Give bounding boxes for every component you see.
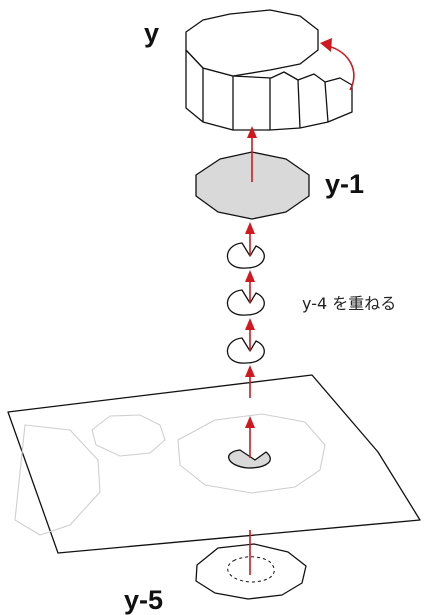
arrow-head-1 [247, 126, 257, 138]
faint-circle-small [91, 414, 166, 457]
disc-y5-outline [195, 543, 307, 600]
disc-y5-dashed-circle [227, 556, 275, 583]
faint-circle-center [177, 413, 326, 494]
stacked-piece-2 [226, 289, 265, 316]
stacked-piece-3 [226, 337, 265, 364]
sheet-gray-piece [228, 449, 271, 469]
base-sheet [7, 374, 421, 554]
disc-y5 [195, 543, 307, 600]
base-sheet-outline [7, 374, 421, 554]
arrow-head-4 [245, 318, 255, 330]
cylinder-panel-lines [202, 68, 329, 130]
faint-circle-left [14, 424, 101, 536]
arrow-head-2 [245, 222, 255, 234]
curved-fold-arrowhead [320, 38, 332, 52]
arrow-head-3 [245, 270, 255, 282]
arrow-head-5 [245, 365, 255, 377]
arrow-head-6 [245, 416, 255, 428]
cylinder-side-wall [185, 49, 353, 131]
label-y1: y-1 [325, 169, 364, 199]
cylinder-y [185, 9, 355, 131]
label-y5: y-5 [124, 585, 163, 615]
label-y: y [144, 18, 159, 48]
stacked-piece-1 [226, 242, 265, 269]
disc-y1 [195, 151, 310, 220]
cylinder-top-lid [185, 9, 319, 77]
curved-fold-arrow [327, 45, 355, 91]
assembly-arrows [245, 126, 257, 575]
label-y4-note: y-4 を重ねる [302, 294, 396, 313]
